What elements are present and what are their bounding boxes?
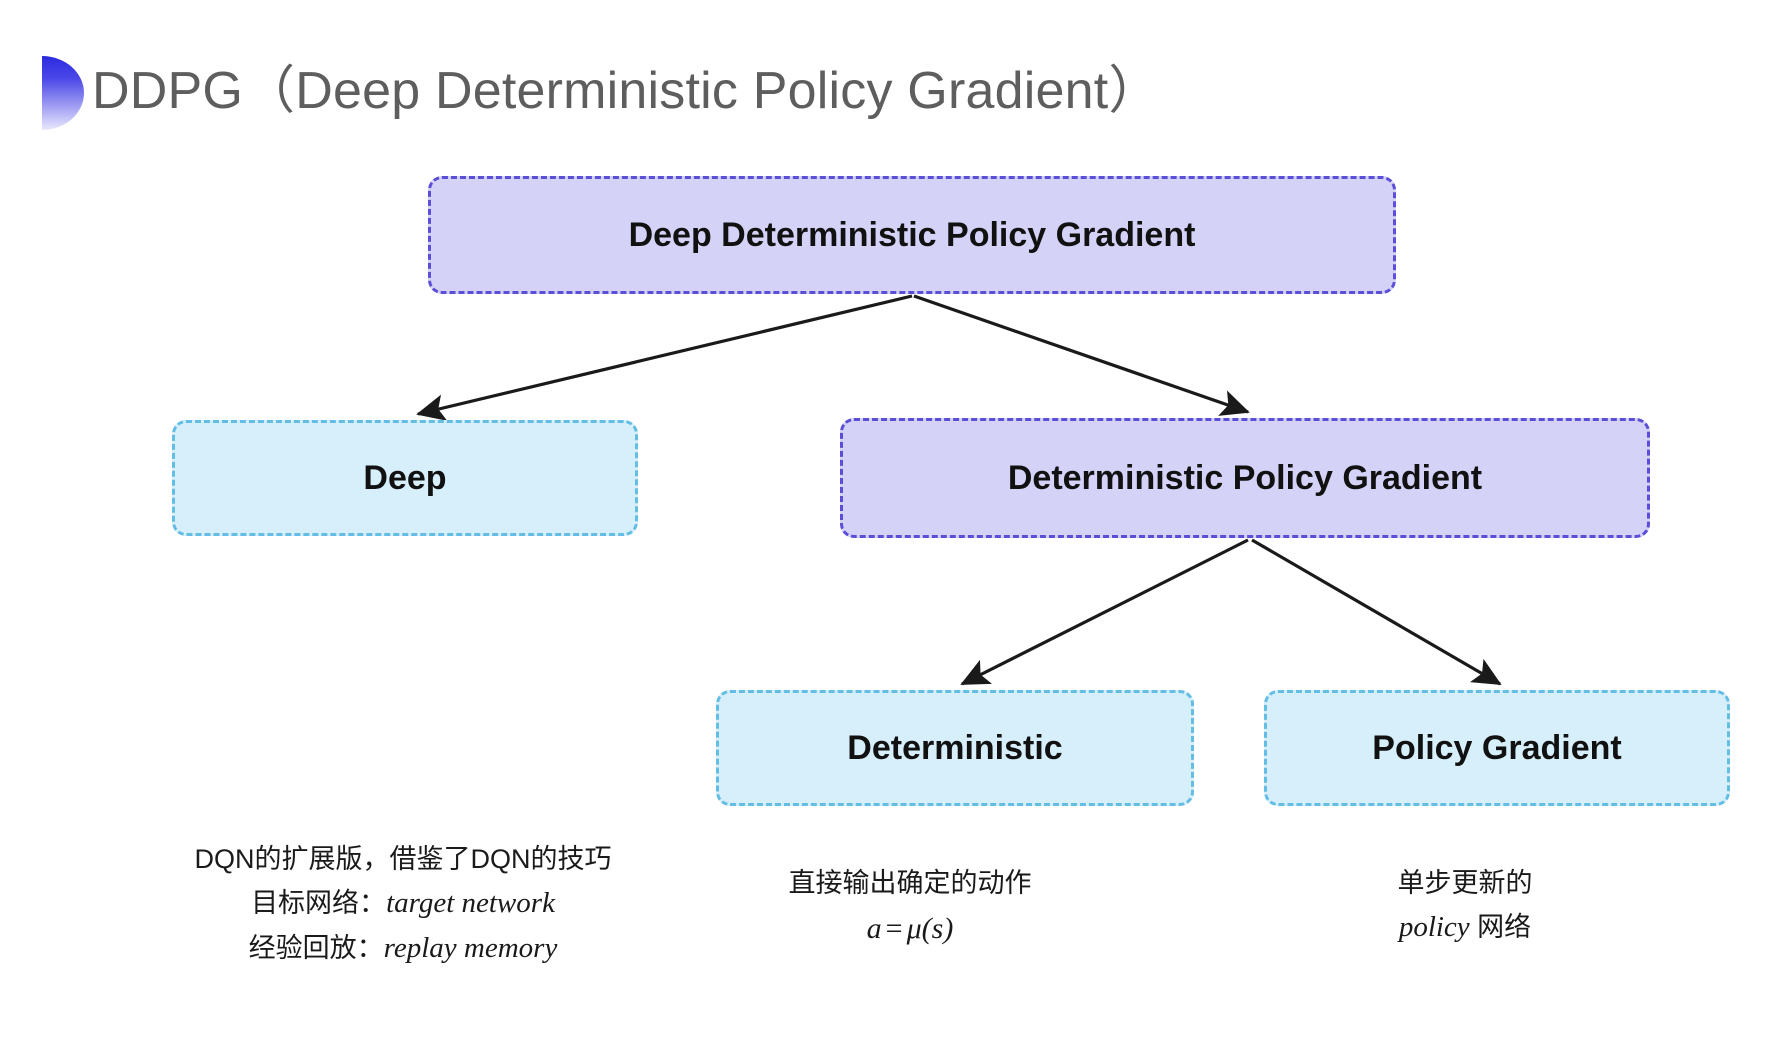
caption-deep-line2-label: 目标网络： bbox=[251, 887, 387, 918]
node-deep-label: Deep bbox=[363, 458, 447, 497]
node-deterministic-policy-gradient[interactable]: Deterministic Policy Gradient bbox=[840, 418, 1650, 538]
node-policy-gradient[interactable]: Policy Gradient bbox=[1264, 690, 1730, 806]
page-title: DDPG（Deep Deterministic Policy Gradient） bbox=[92, 62, 1161, 120]
caption-policy-gradient-line2: policy 网络 bbox=[1310, 905, 1620, 951]
caption-deep-line1: DQN的扩展版，借鉴了DQN的技巧 bbox=[194, 844, 612, 874]
formula-rhs: μ(s) bbox=[906, 911, 954, 945]
node-deep[interactable]: Deep bbox=[172, 420, 638, 536]
caption-policy-gradient-line1: 单步更新的 bbox=[1397, 868, 1533, 898]
caption-deep-line3-label: 经验回放： bbox=[248, 933, 384, 964]
formula-lhs: a bbox=[866, 911, 882, 945]
caption-policy-gradient: 单步更新的 policy 网络 bbox=[1310, 862, 1620, 950]
caption-policy-gradient-suffix: 网络 bbox=[1469, 911, 1532, 942]
caption-deep-line3-term: replay memory bbox=[383, 932, 558, 965]
caption-deep-line2-term: target network bbox=[386, 886, 555, 919]
caption-deep-line2: 目标网络：target network bbox=[148, 881, 658, 927]
edge-root-to-deep bbox=[416, 294, 913, 421]
caption-deterministic-line1: 直接输出确定的动作 bbox=[788, 868, 1032, 898]
caption-deterministic: 直接输出确定的动作 a=μ(s) bbox=[720, 862, 1100, 952]
edge-dpg-to-deterministic bbox=[960, 538, 1249, 686]
caption-deep: DQN的扩展版，借鉴了DQN的技巧 目标网络：target network 经验… bbox=[148, 838, 658, 972]
edge-root-to-dpg bbox=[913, 294, 1250, 416]
edge-dpg-to-policy-gradient bbox=[1251, 538, 1502, 686]
node-policy-gradient-label: Policy Gradient bbox=[1372, 728, 1622, 767]
node-root[interactable]: Deep Deterministic Policy Gradient bbox=[428, 176, 1396, 294]
caption-deep-line3: 经验回放：replay memory bbox=[148, 926, 658, 972]
node-dpg-label: Deterministic Policy Gradient bbox=[1007, 458, 1483, 497]
title-accent-shape-icon bbox=[42, 56, 84, 130]
node-root-label: Deep Deterministic Policy Gradient bbox=[628, 215, 1196, 254]
formula-operator: = bbox=[885, 911, 903, 945]
caption-deterministic-formula: a=μ(s) bbox=[720, 905, 1100, 952]
node-deterministic[interactable]: Deterministic bbox=[716, 690, 1194, 806]
node-deterministic-label: Deterministic bbox=[847, 728, 1063, 767]
caption-policy-gradient-term: policy bbox=[1398, 910, 1470, 943]
